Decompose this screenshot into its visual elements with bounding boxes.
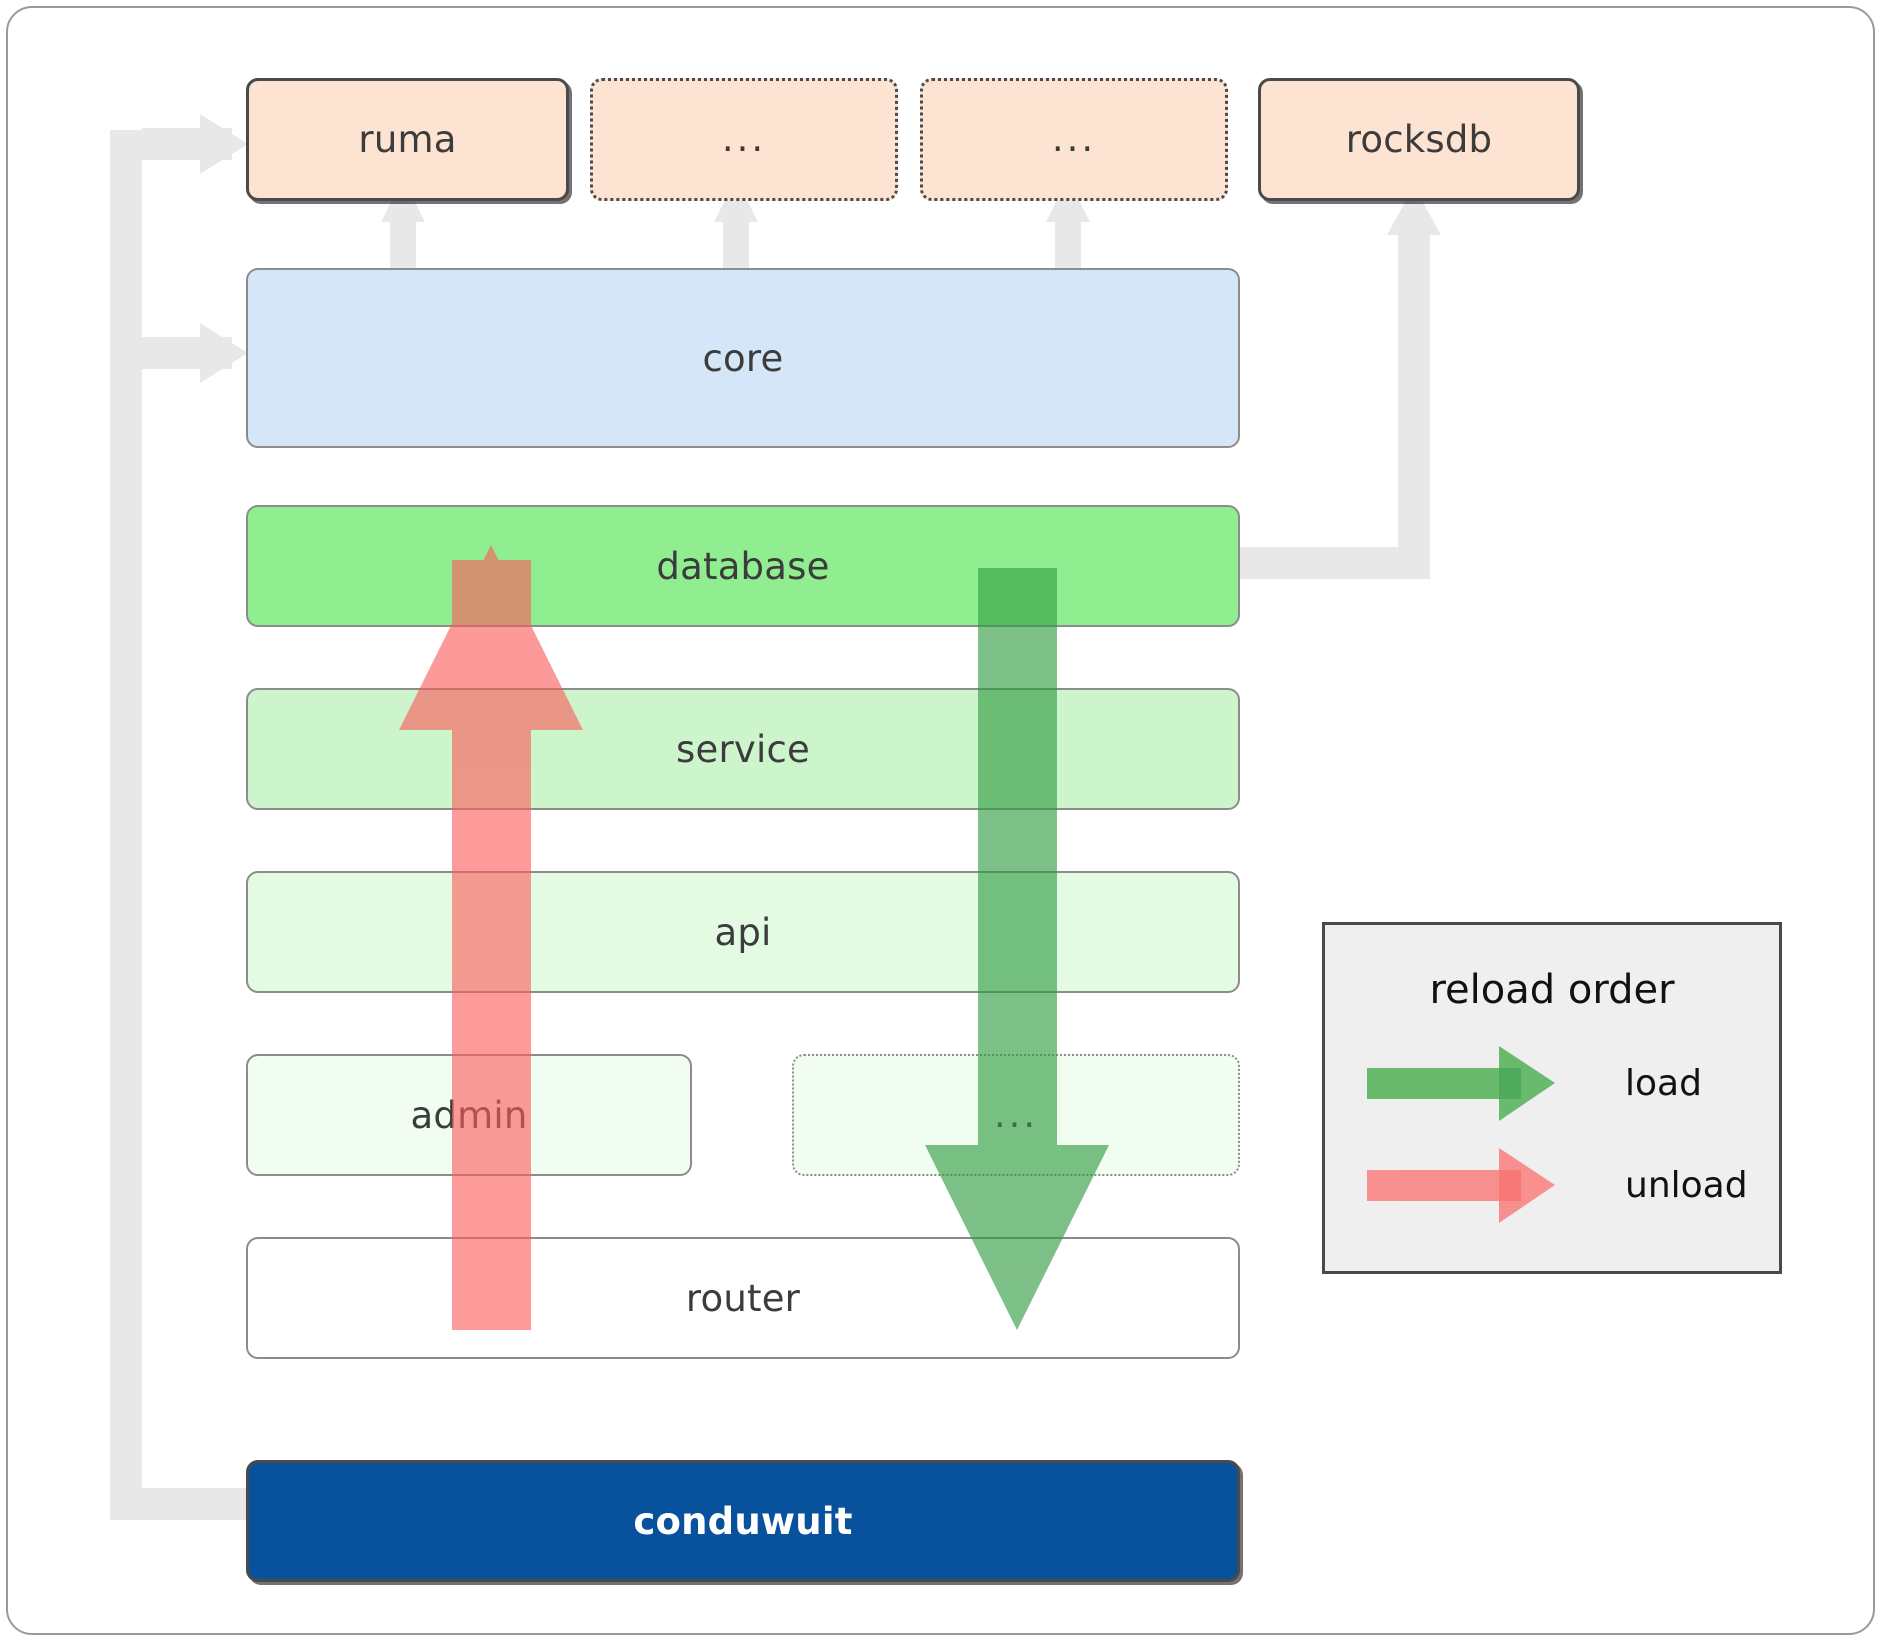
node-conduwuit[interactable]: conduwuit xyxy=(246,1460,1240,1582)
node-api-label: api xyxy=(714,910,772,954)
load-arrow-icon xyxy=(1367,1046,1555,1121)
legend-panel: reload order load unload xyxy=(1322,922,1782,1274)
node-conduwuit-label: conduwuit xyxy=(633,1499,853,1543)
node-core[interactable]: core xyxy=(246,268,1240,448)
legend-arrow-icons xyxy=(1367,1046,1555,1223)
node-admin[interactable]: admin xyxy=(246,1054,692,1176)
node-api[interactable]: api xyxy=(246,871,1240,993)
node-database[interactable]: database xyxy=(246,505,1240,627)
node-rocksdb[interactable]: rocksdb xyxy=(1258,78,1580,201)
node-rocksdb-label: rocksdb xyxy=(1345,118,1493,161)
node-more-deps-2[interactable]: ... xyxy=(920,78,1228,201)
unload-arrow-icon xyxy=(1367,1148,1555,1223)
node-service-label: service xyxy=(676,727,810,771)
node-more-crates-label: ... xyxy=(993,1092,1039,1136)
diagram-frame xyxy=(6,6,1875,1635)
node-router-label: router xyxy=(685,1276,801,1320)
node-more-crates[interactable]: ... xyxy=(792,1054,1240,1176)
legend-title: reload order xyxy=(1429,967,1675,1013)
node-admin-label: admin xyxy=(410,1093,528,1137)
node-ruma[interactable]: ruma xyxy=(246,78,569,201)
node-router[interactable]: router xyxy=(246,1237,1240,1359)
node-more-deps-1[interactable]: ... xyxy=(590,78,898,201)
node-more-deps-1-label: ... xyxy=(721,117,767,161)
node-ruma-label: ruma xyxy=(358,118,457,161)
legend-label-load: load xyxy=(1625,1063,1702,1104)
node-more-deps-2-label: ... xyxy=(1051,117,1097,161)
legend-label-unload: unload xyxy=(1625,1165,1748,1206)
node-database-label: database xyxy=(656,544,830,588)
node-service[interactable]: service xyxy=(246,688,1240,810)
node-core-label: core xyxy=(702,336,784,380)
